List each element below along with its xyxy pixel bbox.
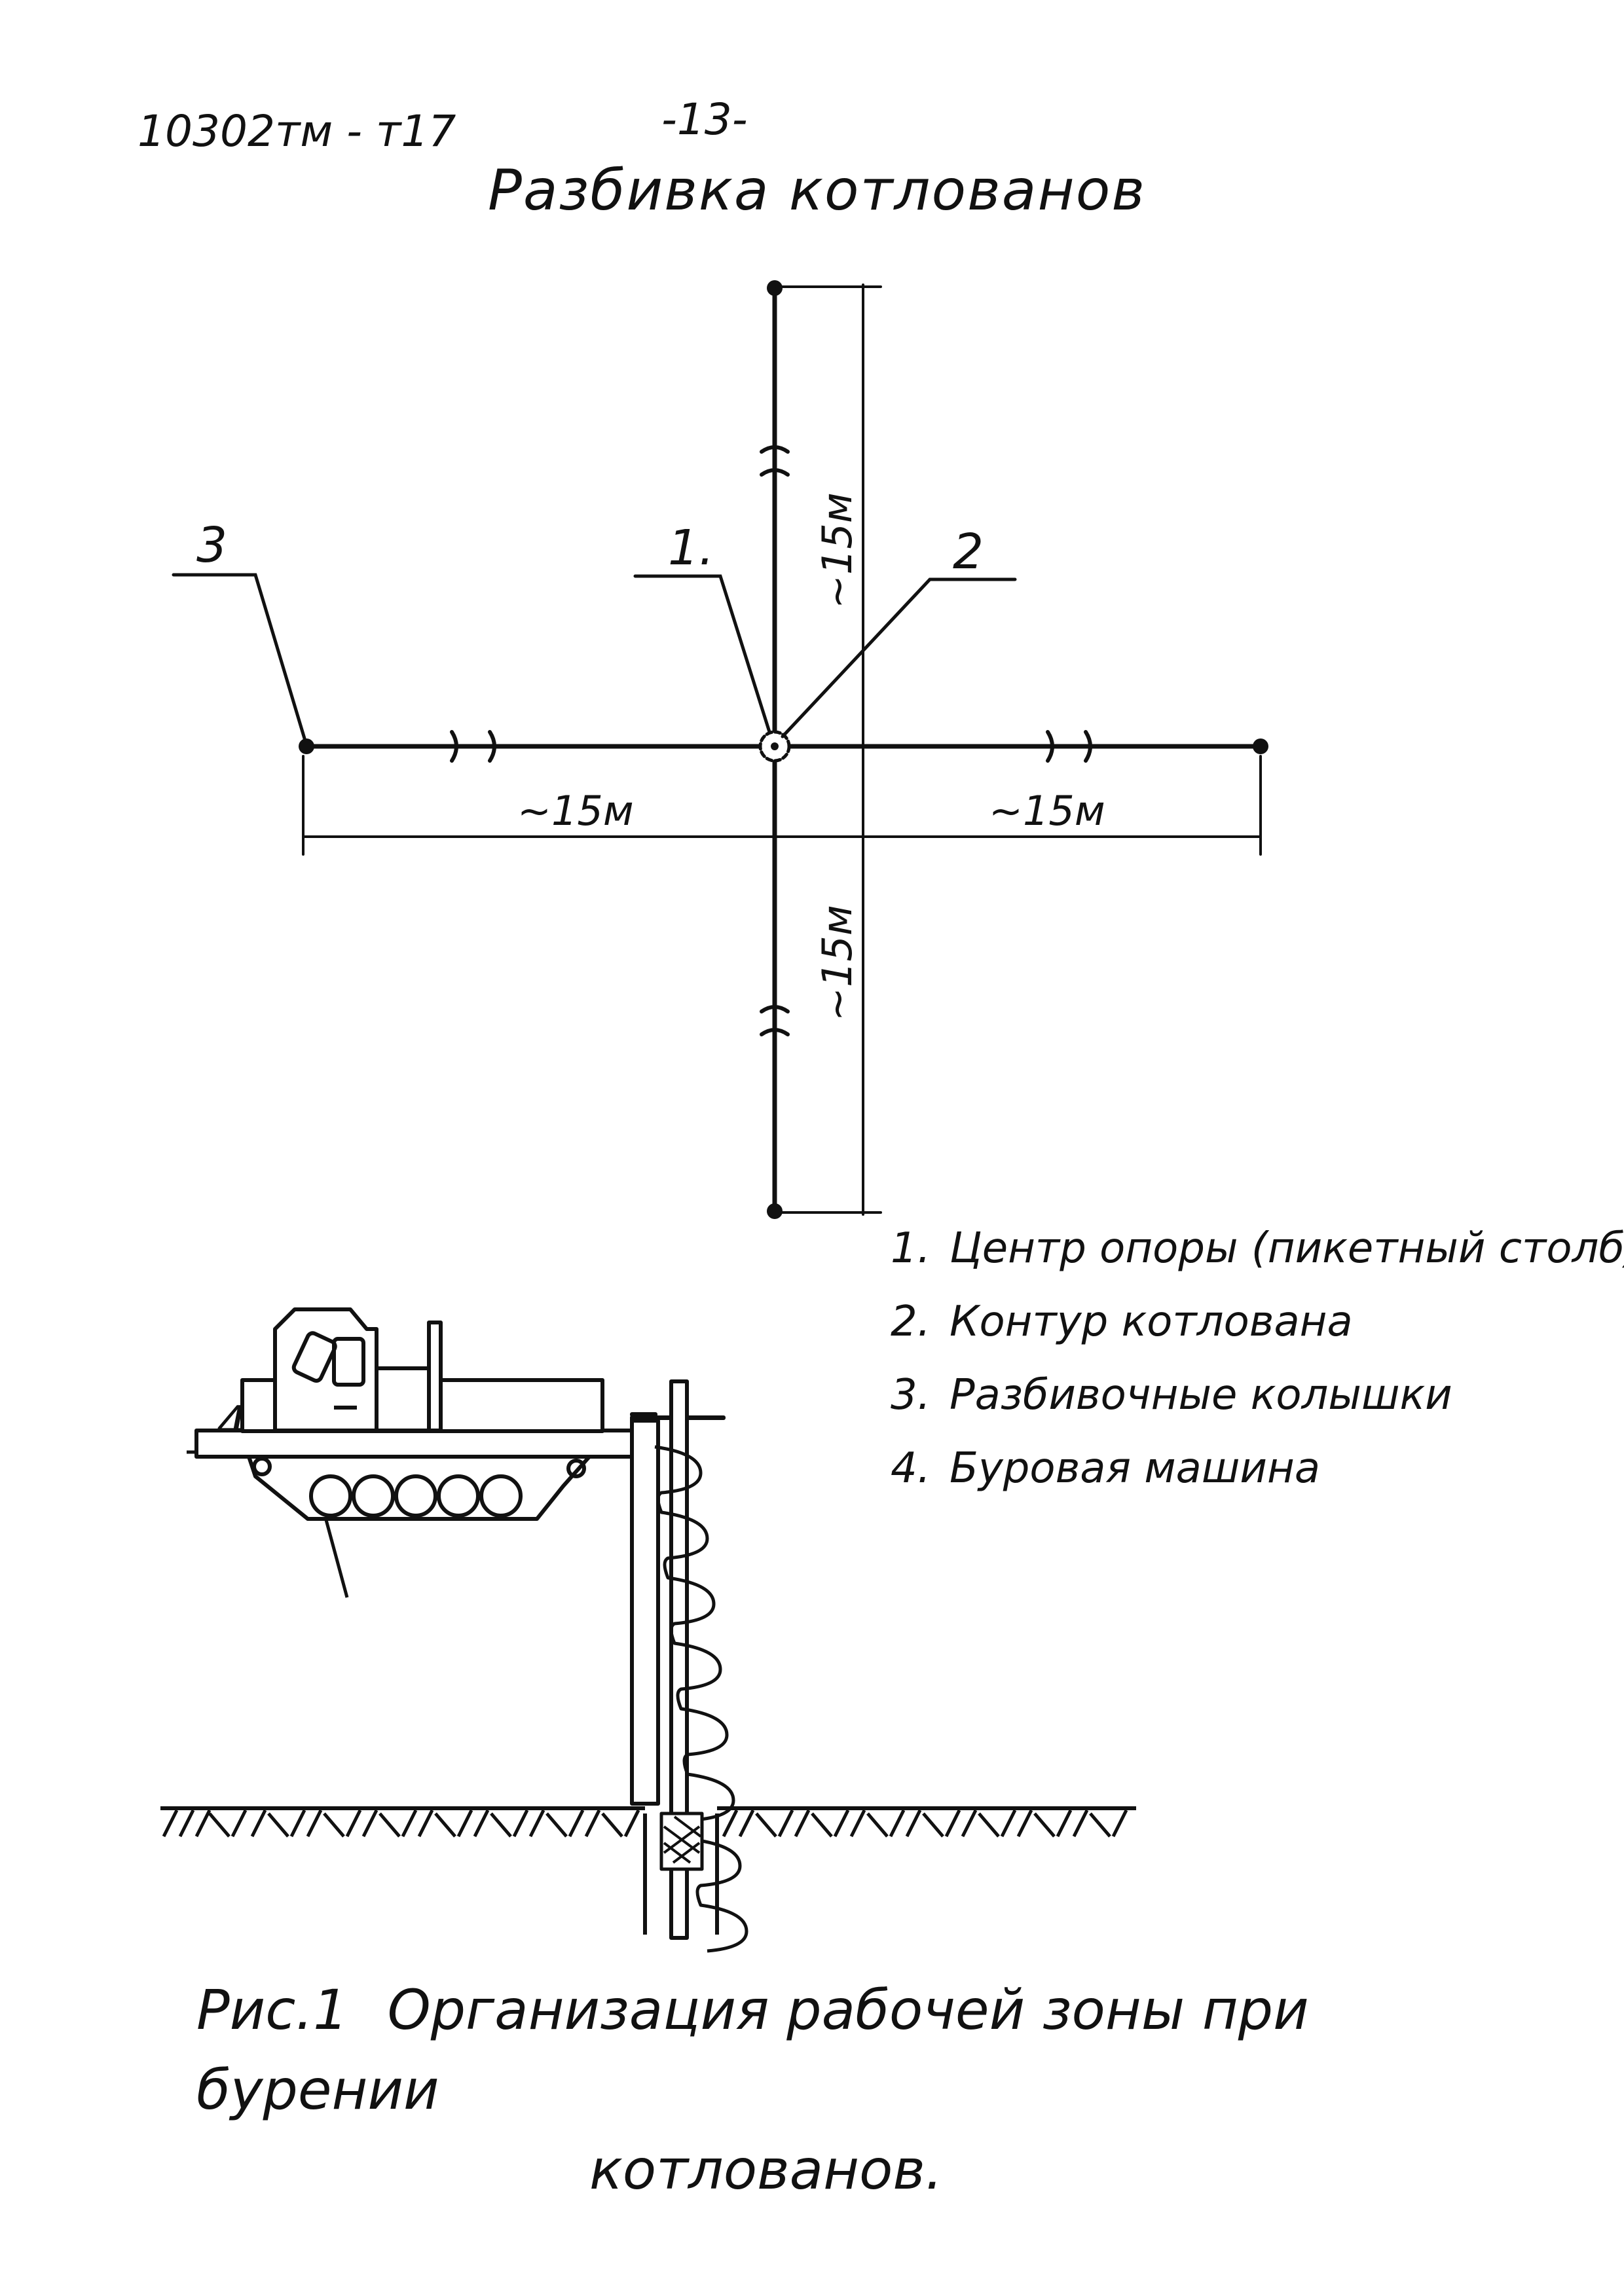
legend-item: 2. Контур котлована <box>891 1298 1624 1371</box>
legend-item: 4. Буровая машина <box>891 1444 1624 1518</box>
legend-text: Контур котлована <box>950 1298 1353 1346</box>
legend-number: 2. <box>891 1298 931 1346</box>
track-drive-wheel-rear <box>252 1457 272 1476</box>
drill-mast <box>630 1412 657 1417</box>
track-wheel-5 <box>479 1474 523 1518</box>
legend-text: Разбивочные колышки <box>950 1371 1452 1419</box>
legend-item: 3. Разбивочные колышки <box>891 1371 1624 1444</box>
callout-3: 3 <box>196 517 227 574</box>
legend-number: 3. <box>891 1371 931 1419</box>
borehole <box>643 1813 719 1935</box>
break-mark-bottom <box>760 1005 790 1036</box>
machine-platform <box>194 1429 637 1459</box>
stake-left <box>299 738 314 754</box>
auger-flight <box>654 1445 748 1953</box>
crawler-track <box>247 1455 591 1521</box>
caption-line-1: Организация рабочей зоны при бурении <box>196 1978 1309 2122</box>
leader-3 <box>172 573 306 740</box>
callout-2: 2 <box>953 524 984 580</box>
callout-1: 1. <box>668 520 714 576</box>
page-title: Разбивка котлованов <box>488 158 1147 223</box>
leader-2 <box>781 577 1017 738</box>
drilling-machine: 4 <box>160 1307 1136 1953</box>
leader-1 <box>633 574 771 734</box>
track-drive-wheel-front <box>566 1459 586 1478</box>
track-wheel-4 <box>437 1474 480 1518</box>
machine-compartment <box>375 1366 431 1432</box>
document-code: 10302тм - т17 <box>138 106 456 156</box>
break-mark-left <box>450 730 496 763</box>
dimension-label-top: ~15м <box>813 492 861 609</box>
page-number: -13- <box>661 94 748 145</box>
cabin-window-right <box>332 1337 365 1387</box>
stakeout-plan <box>172 280 1268 1219</box>
drill-tower-frame <box>630 1419 660 1806</box>
stake-right <box>1253 738 1268 754</box>
track-wheel-1 <box>309 1474 352 1518</box>
ground-hatch-left <box>162 1809 640 1838</box>
stake-top <box>767 280 783 296</box>
legend-item: 1. Центр опоры (пикетный столб) <box>891 1224 1624 1298</box>
support-center <box>771 742 779 750</box>
break-mark-right <box>1046 730 1092 763</box>
plan-labels: ~15м ~15м ~15м ~15м 1. 2 3 <box>196 492 1105 1021</box>
legend-text: Буровая машина <box>950 1444 1321 1493</box>
dimension-label-left: ~15м <box>517 787 634 835</box>
caption-label: Рис.1 <box>196 1978 348 2042</box>
legend: 1. Центр опоры (пикетный столб) 2. Контур … <box>891 1224 1624 1518</box>
track-wheel-3 <box>394 1474 437 1518</box>
legend-number: 4. <box>891 1444 931 1493</box>
caption-line-2: котлованов. <box>589 2137 943 2202</box>
legend-number: 1. <box>891 1224 931 1273</box>
ground-hatch-right <box>722 1809 1128 1838</box>
drill-bit-hatch <box>663 1815 702 1864</box>
track-wheel-2 <box>352 1474 395 1518</box>
drill-bit <box>659 1812 704 1871</box>
cabin-window-left <box>291 1331 337 1383</box>
break-mark-top <box>760 445 790 477</box>
legend-text: Центр опоры (пикетный столб) <box>950 1224 1624 1273</box>
dimension-label-bottom: ~15м <box>813 905 861 1021</box>
stake-bottom <box>767 1203 783 1219</box>
dimension-label-right: ~15м <box>989 787 1105 835</box>
